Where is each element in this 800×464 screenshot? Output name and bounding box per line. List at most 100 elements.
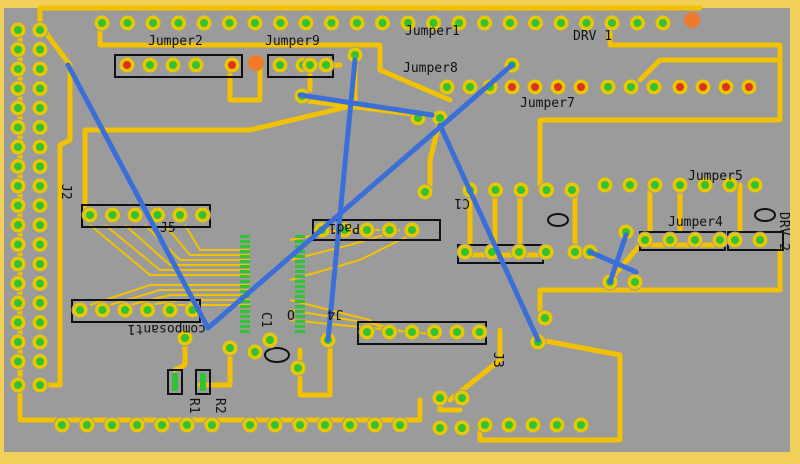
pad-hole [131,211,139,219]
pad-hole [541,314,549,322]
pad-hole [531,19,540,27]
pad-hole [169,61,177,69]
fiducial-mark [248,55,264,71]
pad-hole [363,328,371,336]
label-r2: R2 [212,398,227,414]
label-pad1: Pad1 [329,220,360,235]
pad-hole [36,279,44,288]
pad-hole [745,83,753,91]
pad-hole [414,114,422,122]
pad-hole [14,123,22,132]
pad-hole [436,424,444,432]
pad-hole [378,19,387,27]
pad-hole [529,421,537,429]
pad-hole [36,221,44,229]
pad-hole [14,65,22,73]
pad-hole [200,19,208,27]
pad-hole [36,260,44,268]
pad-hole [36,26,44,34]
pad-hole [466,83,474,91]
pad-hole [181,334,189,342]
label-jumper1: Jumper1 [405,24,460,39]
pad-hole [601,181,609,189]
pad-hole [108,421,116,429]
pad-hole [436,394,444,402]
pad-hole [36,84,44,93]
pad-hole [294,364,302,372]
pad-hole [183,421,191,429]
pad-hole [14,162,22,171]
pad-hole [36,182,44,190]
resistor-bodies [172,373,206,391]
pad-hole [86,211,94,219]
pad-hole [36,162,44,171]
pad-hole [627,83,635,91]
airwire [297,92,435,118]
label-drv2: DRV 2 [776,212,791,251]
pad-hole [699,83,707,91]
label-composant1: composant1 [128,321,206,336]
pad-hole [731,236,739,244]
pad-hole [36,104,44,112]
pad-hole [577,83,585,91]
pad-hole [508,83,516,91]
pad-hole [421,188,429,196]
pad-hole [14,221,22,229]
pad-hole [153,211,162,219]
pad-hole [751,181,759,189]
pad-hole [188,306,197,314]
pad-hole [98,306,107,314]
pad-hole [321,421,329,429]
pad-hole [515,248,523,256]
pad-hole [208,421,216,429]
pad-hole [385,328,394,336]
pad-hole [14,299,22,307]
pad-hole [225,19,234,27]
pad-hole [666,236,674,244]
pad-hole [14,201,22,210]
pad-hole [36,318,44,327]
airwire [205,62,515,331]
ic-footprint-u1 [240,235,305,333]
pad-hole [577,421,585,429]
pad-hole [458,424,466,432]
pad-hole [353,19,361,27]
label-o: O [287,309,295,324]
pad-hole [408,226,416,234]
pad-hole [691,236,699,244]
copper-traces [17,5,783,443]
pad-hole [251,19,259,27]
pad-hole [430,328,439,336]
pad-hole [266,336,274,344]
label-j5: J5 [160,221,176,236]
silkscreen-labels: Jumper2 Jumper9 Jumper1 Jumper8 Jumper7 … [58,24,791,414]
pad-hole [631,278,639,286]
pad-hole [306,61,314,69]
pad-hole [36,240,44,249]
pad-hole [98,19,106,27]
pad-hole [36,357,44,366]
pad-hole [726,181,734,189]
pad-hole [505,421,513,429]
pad-hole [143,306,152,314]
pad-hole [14,338,22,346]
label-jumper7: Jumper7 [520,96,575,111]
pad-hole [455,19,463,27]
pad-hole [108,211,117,219]
pad-hole [14,357,22,366]
pad-hole [176,211,184,219]
label-r1: R1 [186,398,201,414]
pad-hole [346,421,354,429]
pad-hole [557,19,565,27]
pad-hole [246,421,254,429]
pad-hole [488,248,496,256]
pad-hole [14,45,22,54]
pad-hole [571,248,579,256]
label-jumper4: Jumper4 [668,215,723,230]
pad-hole [650,83,658,91]
pad-hole [481,421,489,429]
pad-hole [404,19,412,27]
label-c1-dup: C1 [454,195,470,210]
pad-hole [327,19,336,27]
pad-hole [756,236,764,244]
